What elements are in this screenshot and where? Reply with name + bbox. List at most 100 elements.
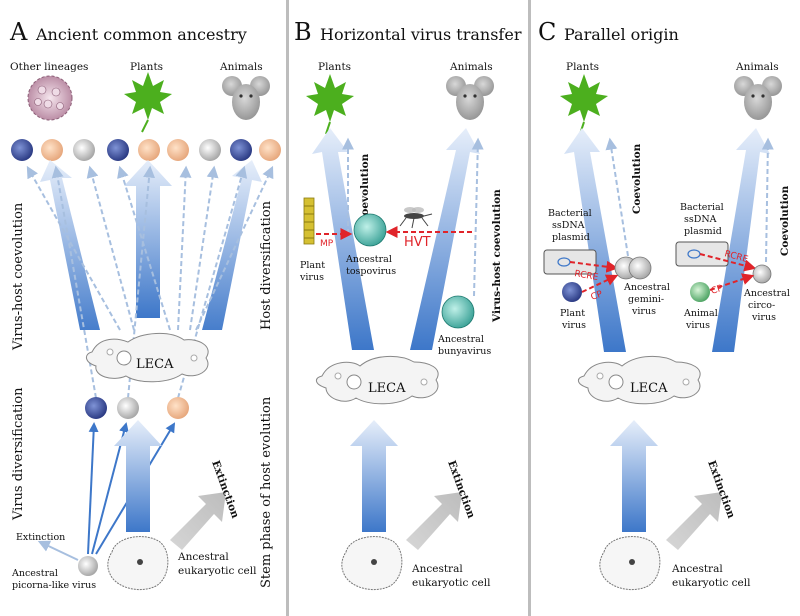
tospovirus-label-1: Ancestral <box>345 254 392 265</box>
ancestral-cell-label-1: Ancestral <box>177 551 229 563</box>
animal-mouse-icon <box>222 76 270 120</box>
hvt-label: HVT <box>404 235 431 250</box>
bunyavirus-label-2: bunyavirus <box>438 346 491 357</box>
coevolution-label: Coevolution <box>631 143 643 214</box>
plasmid-label-1: Bacterial <box>548 208 592 219</box>
diversified-viruses <box>85 397 189 419</box>
panel-letter: B <box>294 18 312 46</box>
circovirus-label-1: Ancestral <box>743 288 790 299</box>
circovirus-label-3: virus <box>751 312 776 323</box>
leca-cell: LECA <box>316 356 439 405</box>
animal-virus <box>690 282 710 302</box>
plant-virus-label-1: Plant <box>560 308 585 319</box>
dashed-coevolution-arrows <box>26 165 274 399</box>
ancestral-cell-label-2: eukaryotic cell <box>178 565 257 577</box>
tospovirus-label-2: tospovirus <box>346 266 396 277</box>
bunyavirus-label-1: Ancestral <box>437 334 484 345</box>
host-diversification-label: Host diversification <box>259 200 274 330</box>
mp-label: MP <box>320 239 334 249</box>
panel-title: Horizontal virus transfer <box>320 25 522 44</box>
panel-title: Ancient common ancestry <box>35 25 247 44</box>
panel-letter: A <box>9 18 28 46</box>
cp-label: CP <box>590 289 605 303</box>
leca-arrow <box>114 420 162 532</box>
plasmid-label-2: ssDNA <box>552 220 585 231</box>
small-extinction-arrow <box>37 540 79 561</box>
virus-row <box>11 139 281 161</box>
rcre-label: RCRE <box>573 269 599 283</box>
panel-b: B Horizontal virus transfer Plants Anima… <box>259 18 522 590</box>
mosquito-icon <box>399 207 433 229</box>
plant-virus-rod <box>303 197 315 245</box>
picorna-label-2: picorna-like virus <box>12 580 96 591</box>
virus-host-coevolution-label: Virus-host coevolution <box>11 202 26 351</box>
circovirus <box>752 264 772 284</box>
panel-a: A Ancient common ancestry Other lineages… <box>9 18 281 591</box>
animal-virus-label-1: Animal <box>683 308 718 319</box>
host-label-plants: Plants <box>318 61 351 73</box>
ancestral-cell <box>341 536 403 590</box>
plant-virus <box>562 282 582 302</box>
panel-letter: C <box>538 18 556 46</box>
plasmid-label-3: plasmid <box>684 226 722 237</box>
cp-transfer-arrow <box>581 274 619 293</box>
leca-arrow <box>350 420 398 532</box>
panel-c: C Parallel origin Plants Animals Coevolu… <box>538 18 791 590</box>
plant-leaf-icon <box>560 74 608 135</box>
animal-mouse-icon <box>446 76 494 120</box>
host-label-animals: Animals <box>219 61 263 73</box>
geminivirus-label-3: virus <box>631 306 656 317</box>
other-lineage-image <box>27 75 73 121</box>
host-label-plants: Plants <box>130 61 163 73</box>
leca-label: LECA <box>630 381 668 396</box>
coevolution-label: Coevolution <box>779 185 791 256</box>
leca-label: LECA <box>368 381 406 396</box>
ancestral-cell-label-1: Ancestral <box>411 563 463 575</box>
coevolution-arrows <box>40 160 262 330</box>
coevolution-dashed-arrow <box>761 137 774 263</box>
extinction-arrow <box>406 492 462 550</box>
panel-divider <box>528 0 531 616</box>
plant-virus-label-2: virus <box>561 320 586 331</box>
picorna-label-1: Ancestral <box>11 568 58 579</box>
stem-phase-label: Stem phase of host evolution <box>259 396 274 588</box>
ancestral-cell-label-2: eukaryotic cell <box>672 577 751 589</box>
host-label-animals: Animals <box>735 61 779 73</box>
ancestral-cell-label-1: Ancestral <box>671 563 723 575</box>
host-label-plants: Plants <box>566 61 599 73</box>
ancestral-tospovirus <box>353 213 387 247</box>
rcre-transfer-arrow <box>699 253 757 272</box>
ancestral-bunyavirus <box>441 295 475 329</box>
animal-lineage-arrow <box>712 128 770 352</box>
plasmid-label-3: plasmid <box>552 232 590 243</box>
extinction-arrow <box>666 492 722 550</box>
coevolution-dashed-arrow <box>605 137 629 257</box>
plant-lineage-arrow <box>564 128 626 352</box>
leca-cell: LECA <box>86 333 209 383</box>
coevolution-label: Coevolution <box>359 153 371 224</box>
circovirus-label-2: circo- <box>748 300 775 311</box>
picorna-virus <box>78 556 98 576</box>
ancestral-cell <box>107 536 169 590</box>
plasmid-label-1: Bacterial <box>680 202 724 213</box>
plant-virus-label-2: virus <box>299 272 324 283</box>
geminivirus-label-1: Ancestral <box>623 282 670 293</box>
animal-mouse-icon <box>734 76 782 120</box>
leca-label: LECA <box>136 357 174 372</box>
virus-diversification-label: Virus diversification <box>11 387 26 521</box>
cp-label: CP <box>710 284 725 297</box>
host-label-other: Other lineages <box>10 61 88 73</box>
plasmid-label-2: ssDNA <box>684 214 717 225</box>
geminivirus-label-2: gemini- <box>628 294 664 305</box>
ancestral-cell <box>599 536 661 590</box>
cp-transfer-arrow <box>709 273 755 291</box>
panel-title: Parallel origin <box>564 25 679 44</box>
virus-host-coevolution-label: Virus-host coevolution <box>491 189 503 323</box>
plant-leaf-icon <box>306 74 354 135</box>
leca-arrow <box>610 420 658 532</box>
animal-virus-label-2: virus <box>685 320 710 331</box>
panel-divider <box>286 0 289 616</box>
extinction-arrow <box>170 492 226 550</box>
extinction-small-label: Extinction <box>16 532 65 543</box>
